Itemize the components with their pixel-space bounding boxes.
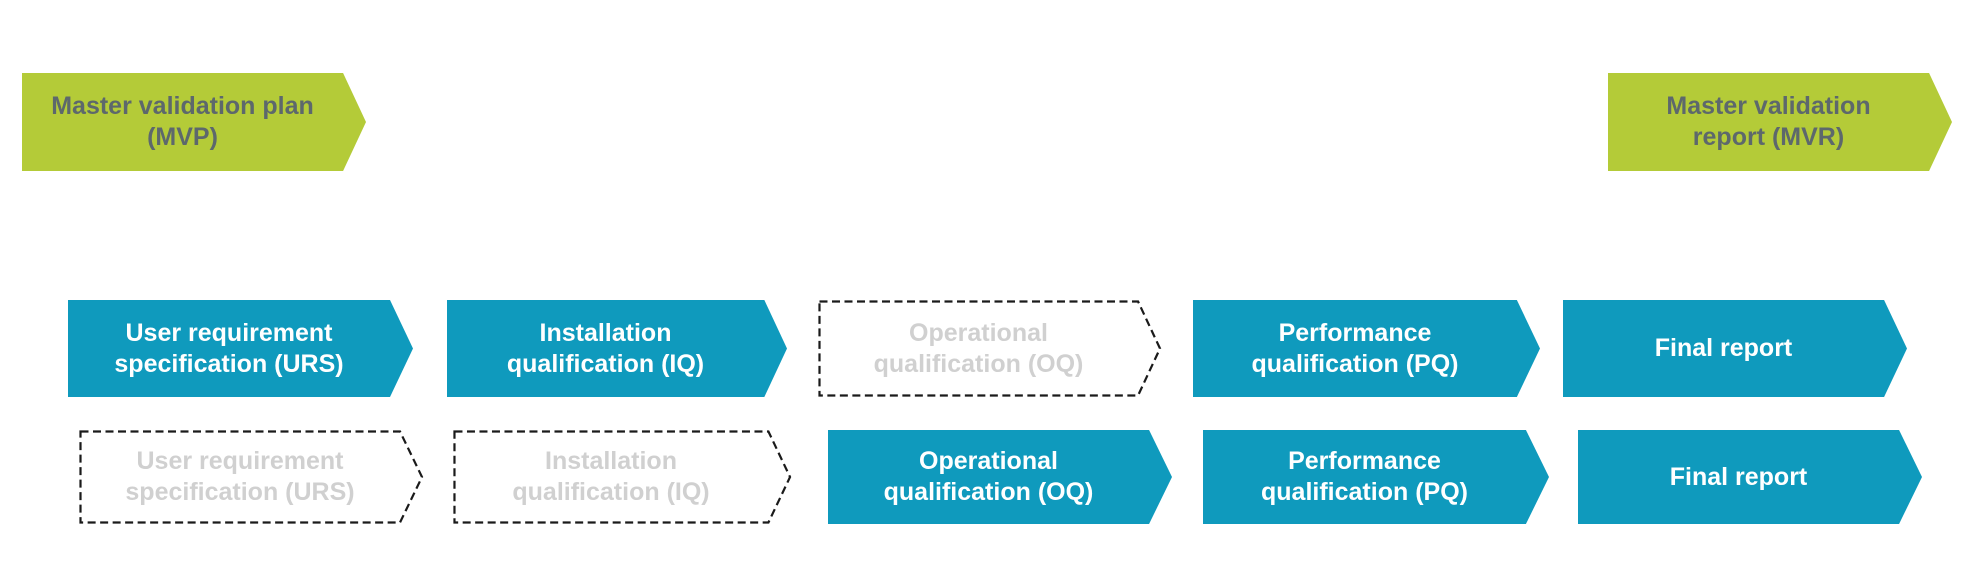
stage-pq-path1: Performance qualification (PQ) [1193, 300, 1540, 397]
arrow-shape [447, 300, 787, 397]
stage-urs-path2: User requirement specification (URS) [79, 430, 424, 524]
arrow-shape [1563, 300, 1907, 397]
stage-label: Master validation report (MVR) [1666, 92, 1871, 151]
stage-label: User requirement specification (URS) [125, 447, 355, 506]
stage-label: Installation qualification (IQ) [506, 318, 705, 378]
arrow-shape-dashed [818, 300, 1162, 397]
arrow-shape [22, 73, 366, 171]
arrow-shape [1203, 430, 1549, 524]
stage-master-validation-plan: Master validation plan (MVP) [22, 73, 366, 171]
stage-label: Performance qualification (PQ) [1251, 318, 1459, 378]
stage-pq-path2: Performance qualification (PQ) [1203, 430, 1549, 524]
arrow-shape-dashed [453, 430, 792, 524]
stage-label: Master validation plan (MVP) [51, 92, 314, 151]
stage-final-report-path2: Final report [1578, 430, 1922, 524]
arrow-shape [68, 300, 413, 397]
stage-iq-path1: Installation qualification (IQ) [447, 300, 787, 397]
stage-label: User requirement specification (URS) [114, 318, 344, 378]
arrow-shape [1578, 430, 1922, 524]
stage-oq-path1: Operational qualification (OQ) [818, 300, 1162, 397]
stage-label: Installation qualification (IQ) [512, 447, 710, 506]
arrow-shape-dashed [79, 430, 424, 524]
stage-iq-path2: Installation qualification (IQ) [453, 430, 792, 524]
stage-label: Final report [1669, 462, 1808, 491]
stage-label: Operational qualification (OQ) [883, 447, 1094, 506]
arrow-shape [1193, 300, 1540, 397]
stage-label: Final report [1654, 334, 1793, 362]
stage-master-validation-report: Master validation report (MVR) [1608, 73, 1952, 171]
stage-oq-path2: Operational qualification (OQ) [828, 430, 1172, 524]
stage-label: Performance qualification (PQ) [1261, 447, 1468, 506]
stage-final-report-path1: Final report [1563, 300, 1907, 397]
arrow-shape [1608, 73, 1952, 171]
stage-label: Operational qualification (OQ) [873, 318, 1084, 378]
stage-urs-path1: User requirement specification (URS) [68, 300, 413, 397]
arrow-shape [828, 430, 1172, 524]
